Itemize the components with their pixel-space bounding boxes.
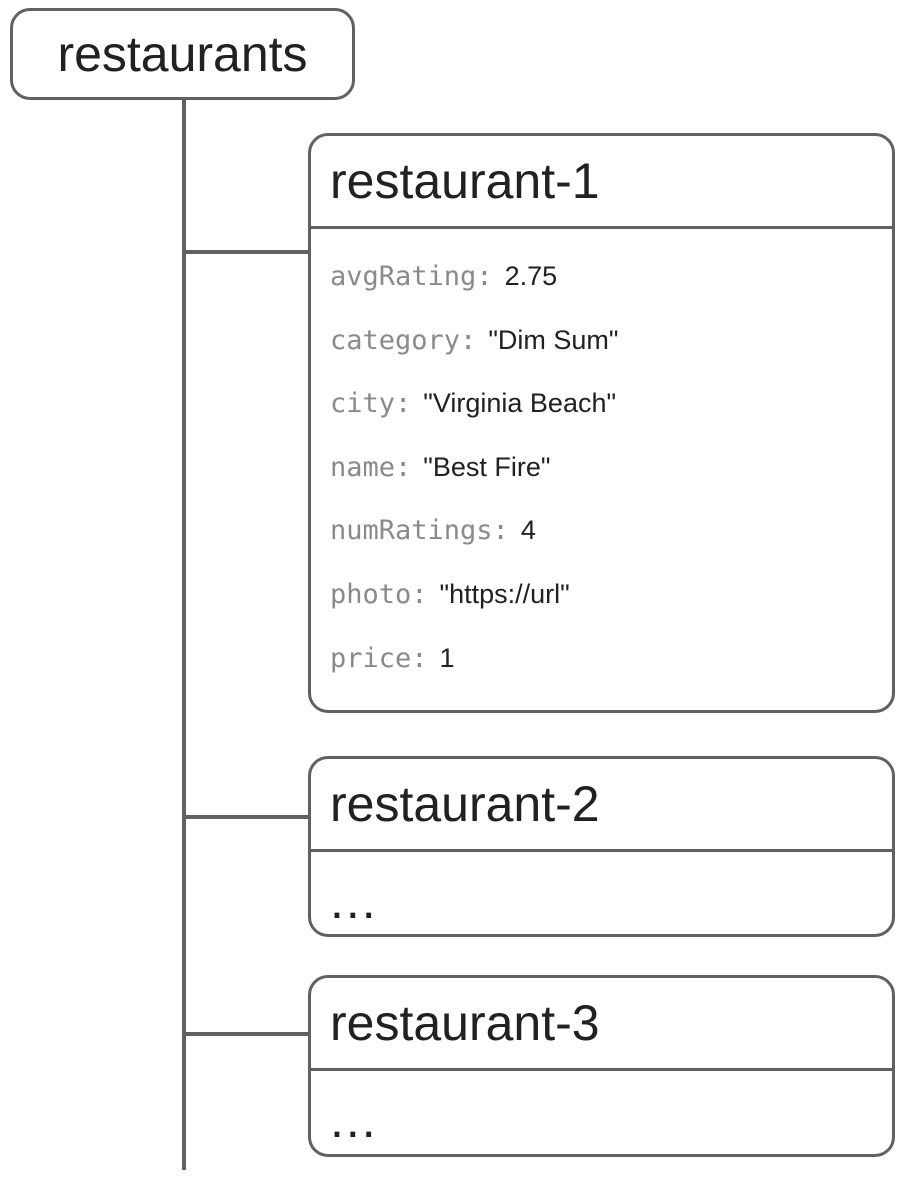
collection-label: restaurants	[57, 26, 308, 82]
document-node-restaurant-2: restaurant-2 ...	[308, 756, 895, 937]
document-title: restaurant-2	[330, 776, 600, 832]
field-key: numRatings:	[330, 515, 509, 547]
field-row-numRatings: numRatings: 4	[330, 499, 878, 563]
document-node-restaurant-3: restaurant-3 ...	[308, 975, 895, 1157]
field-key: avgRating:	[330, 261, 493, 292]
field-value: "Virginia Beach"	[423, 388, 617, 419]
field-value: 1	[439, 642, 455, 673]
connector-restaurant-1	[184, 250, 310, 254]
field-value: 2.75	[504, 261, 558, 291]
field-value: "https://url"	[439, 578, 570, 609]
document-collapsed-body: ...	[311, 852, 892, 932]
field-value: 4	[520, 515, 536, 546]
document-title: restaurant-3	[330, 995, 600, 1051]
document-collapsed-body: ...	[311, 1071, 892, 1151]
document-header: restaurant-2	[311, 759, 892, 852]
field-row-avgRating: avgRating: 2.75	[330, 245, 878, 309]
connector-restaurant-3	[184, 1032, 310, 1036]
field-row-photo: photo: "https://url"	[330, 563, 878, 627]
field-key: photo:	[330, 578, 428, 610]
document-title: restaurant-1	[330, 153, 600, 209]
ellipsis-placeholder: ...	[330, 873, 378, 929]
document-header: restaurant-1	[311, 136, 892, 229]
document-fields: avgRating: 2.75 category: "Dim Sum" city: "…	[311, 229, 892, 690]
ellipsis-placeholder: ...	[330, 1092, 378, 1148]
document-node-restaurant-1: restaurant-1 avgRating: 2.75 category: "Di…	[308, 133, 895, 713]
field-row-city: city: "Virginia Beach"	[330, 372, 878, 436]
field-key: price:	[330, 642, 428, 674]
field-row-name: name: "Best Fire"	[330, 436, 878, 500]
document-header: restaurant-3	[311, 978, 892, 1071]
field-key: category:	[330, 324, 477, 356]
field-row-category: category: "Dim Sum"	[330, 309, 878, 373]
field-value: "Best Fire"	[423, 451, 551, 482]
field-row-price: price: 1	[330, 627, 878, 691]
field-key: name:	[330, 451, 412, 483]
collection-node-restaurants: restaurants	[10, 8, 355, 100]
tree-trunk-line	[182, 98, 186, 1170]
connector-restaurant-2	[184, 815, 310, 819]
field-key: city:	[330, 388, 412, 420]
field-value: "Dim Sum"	[488, 324, 619, 355]
